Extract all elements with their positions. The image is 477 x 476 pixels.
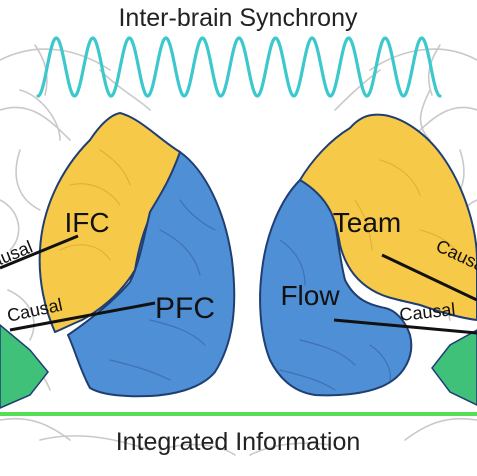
left-causal-label-top: Causal [0, 237, 35, 277]
left-green-region [0, 324, 49, 409]
right-causal-label-bottom: Causal [398, 299, 456, 325]
right-blue-region [259, 178, 413, 397]
left-region-label-ifc: IFC [64, 207, 109, 238]
right-causal-arrow-top [381, 253, 477, 302]
diagram-title: Inter-brain Synchrony [118, 4, 358, 32]
left-region-label-pfc: PFC [155, 292, 215, 325]
sine-wave-icon [36, 36, 442, 98]
right-team-region [298, 113, 477, 322]
right-green-region [431, 329, 477, 406]
right-region-label-team: Team [333, 207, 401, 238]
right-region-label-flow: Flow [280, 280, 340, 311]
left-causal-arrow-bottom [9, 301, 156, 332]
left-causal-arrow-top [0, 234, 79, 270]
left-brain: Causal Causal IFC PFC [0, 111, 236, 409]
right-brain: Causal Causal Team Flow [259, 113, 477, 406]
diagram-footer: Integrated Information [116, 428, 361, 456]
right-causal-arrow-bottom [333, 318, 477, 335]
